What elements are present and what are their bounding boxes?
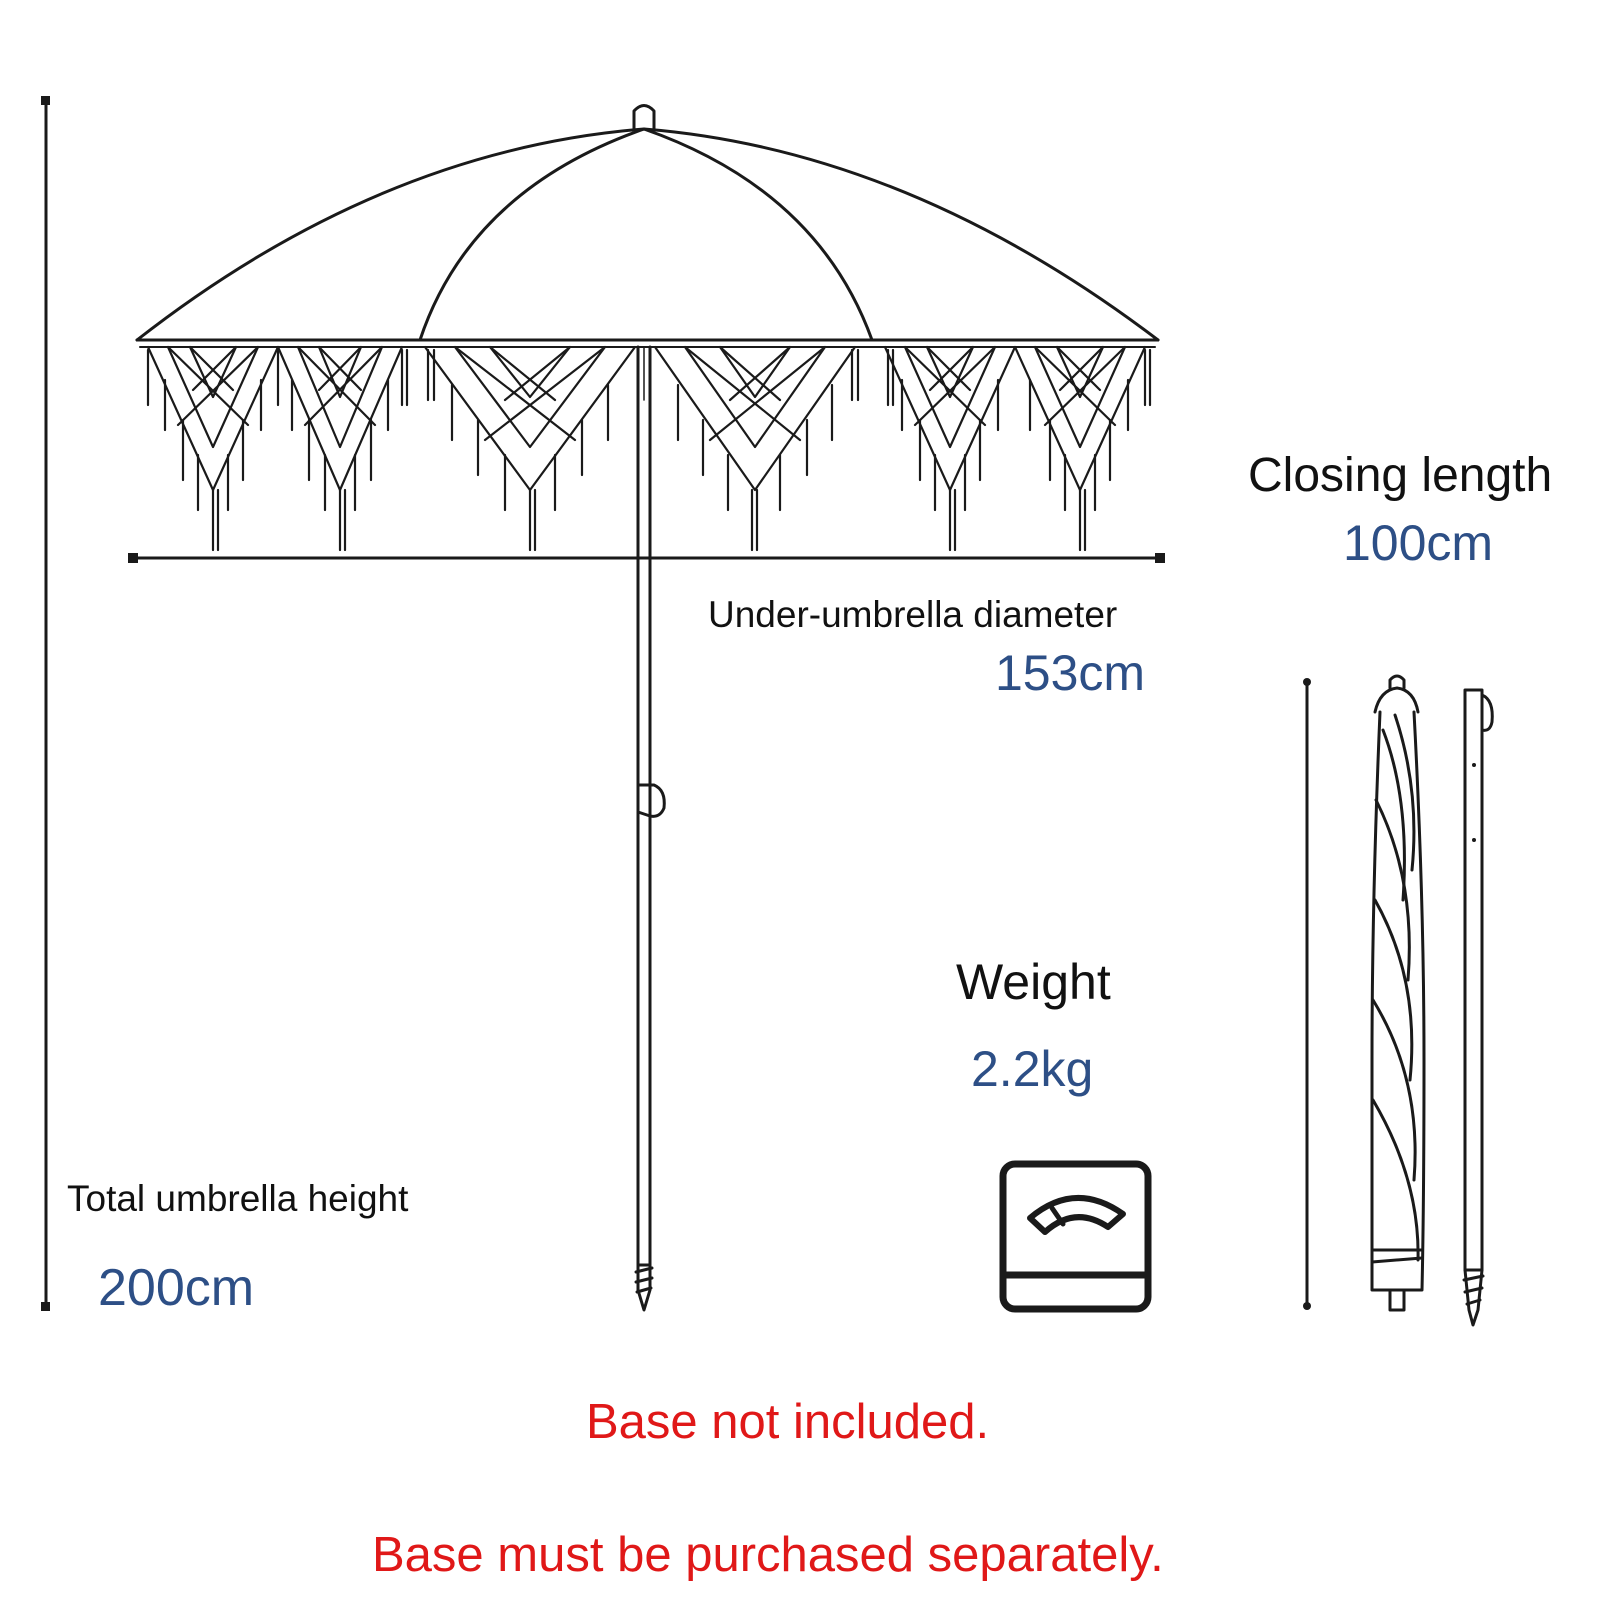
height-dimension-line (41, 96, 50, 1311)
base-not-included-note: Base not included. (586, 1395, 990, 1449)
open-umbrella-illustration (135, 104, 1160, 1312)
diameter-label: Under-umbrella diameter (708, 594, 1118, 635)
weight-value: 2.2kg (971, 1041, 1094, 1097)
scale-icon (999, 1160, 1152, 1313)
pole-illustration (1462, 688, 1494, 1327)
closing-length-label: Closing length (1248, 449, 1553, 502)
diameter-value: 153cm (995, 645, 1146, 701)
closed-umbrella-illustration (1370, 674, 1426, 1312)
diameter-dimension-line (128, 553, 1165, 563)
base-purchase-note: Base must be purchased separately. (372, 1528, 1164, 1582)
closing-dimension-line (1303, 678, 1311, 1310)
height-label: Total umbrella height (67, 1178, 409, 1219)
weight-label: Weight (956, 954, 1111, 1010)
height-value: 200cm (98, 1259, 255, 1317)
closing-length-value: 100cm (1343, 515, 1494, 571)
